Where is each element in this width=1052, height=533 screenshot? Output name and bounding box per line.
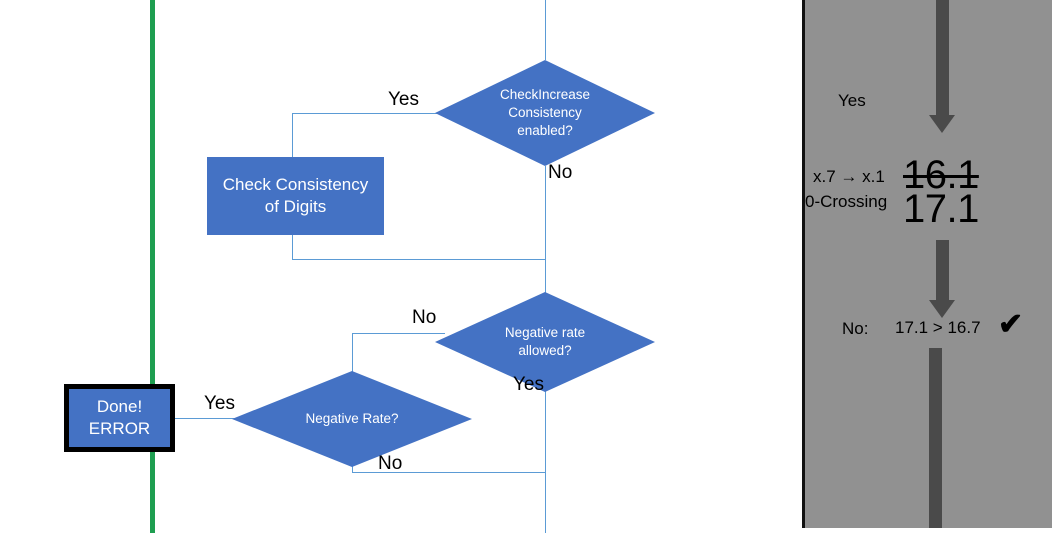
panel-zero-crossing-label: 0-Crossing [805,192,888,211]
edge-label-checkincrease-yes: Yes [388,89,419,110]
diamond-shape [232,371,472,467]
process-check-consistency-of-digits[interactable]: Check Consistency of Digits [207,157,384,235]
annotation-panel: Yes x.7 → x.1 0-Crossing 16.1 17.1 No: 1… [802,0,1052,528]
arrow-shaft [935,0,949,115]
terminator-label: Done! ERROR [88,396,151,438]
connector-bottom-stem [545,472,546,533]
checkmark-icon: ✔ [998,308,1024,341]
arrow-head [929,115,955,133]
edge-label-nra-no: No [412,307,437,328]
connector-checkincrease-yes-h [292,113,445,114]
connector-negrate-yes-h [173,418,235,419]
panel-value-before: 16.1 [903,153,979,197]
decision-check-increase-consistency[interactable]: CheckIncrease Consistency enabled? [435,60,655,166]
connector-to-negative-rate-allowed [545,259,546,294]
connector-top-stem [545,0,546,60]
arrow-shaft [935,240,949,300]
panel-result-prefix: No: [842,319,869,338]
edge-label-checkincrease-no: No [548,162,573,183]
panel-result-comparison: 17.1 > 16.7 [895,318,981,337]
arrow-head [929,300,955,318]
diamond-shape [435,60,655,166]
terminator-done-error[interactable]: Done! ERROR [64,384,175,452]
down-arrow-top [929,0,955,133]
connector-checkincrease-no-v [545,166,546,259]
panel-value-after: 17.1 [903,187,979,231]
green-divider-line [150,0,155,533]
down-arrow-middle [929,240,955,318]
process-label: Check Consistency of Digits [222,174,369,216]
panel-bottom-spacer [802,528,1052,533]
connector-nra-no-h [352,333,445,334]
panel-conversion-label: x.7 → x.1 [813,167,885,186]
connector-negrate-no-h [352,472,545,473]
connector-yes-rejoin-h [292,259,545,260]
arrow-shaft-bottom [929,348,942,528]
edge-label-negrate-yes: Yes [204,393,235,414]
edge-label-negrate-no: No [378,453,403,474]
connector-nra-yes-v [545,358,546,472]
panel-top-label: Yes [838,91,866,110]
edge-label-nra-yes: Yes [513,374,544,395]
decision-negative-rate[interactable]: Negative Rate? [232,371,472,467]
